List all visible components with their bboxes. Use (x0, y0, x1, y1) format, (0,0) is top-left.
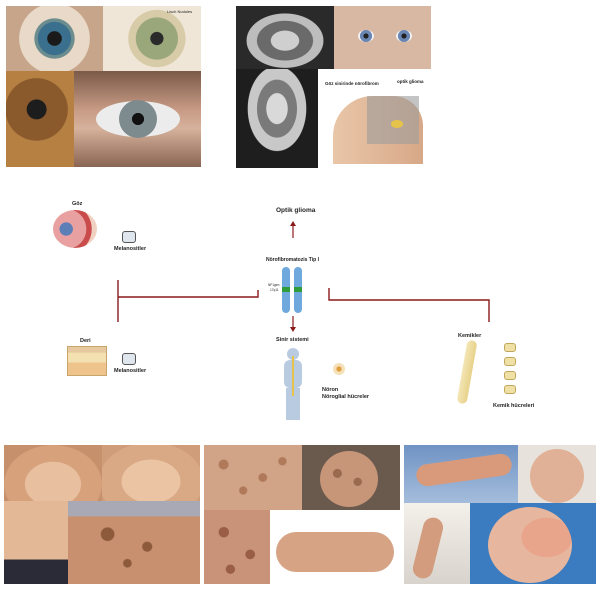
glioma-mass (391, 120, 403, 128)
face-region (320, 451, 378, 507)
deri-label: Deri (80, 338, 91, 344)
optik-glioma-label: Optik glioma (276, 207, 316, 214)
back-photo (4, 501, 68, 584)
melanositler-goz-label: Melanositler (114, 246, 147, 252)
plexiform-face-photo (470, 503, 596, 584)
melanocyte-icon-deri (122, 353, 136, 365)
chromosome-left (282, 267, 290, 313)
chrom-label-a: NF1gen (268, 283, 280, 287)
nf1-label: Nörofibromatozis Tip I (266, 257, 319, 263)
iris-photo-3 (6, 71, 74, 167)
skin-layer-illustration (67, 346, 107, 376)
bone-cell-1 (504, 343, 516, 352)
skin-nodules-photo (204, 510, 270, 584)
leg-shape (414, 452, 514, 488)
swollen-face (488, 507, 572, 583)
abdomen-spots-photo (68, 501, 200, 584)
optic-glioma-inset-label: optik glioma (397, 79, 424, 84)
optic-nerve-illustration: Göz sinirinde nörofibrom optik glioma (323, 78, 427, 164)
melanocyte-icon-goz (122, 231, 136, 243)
chrom-label-b: 17q11 (270, 288, 279, 292)
body-head (287, 348, 299, 360)
arrowhead-optik-glioma (290, 221, 296, 226)
boy-orbital-photo (518, 445, 596, 503)
chromosome-band-left (282, 287, 290, 292)
torso-front-photo (4, 445, 102, 501)
eye-anatomy-illustration (53, 210, 97, 248)
bone-cell-4 (504, 385, 516, 394)
mri-coronal (236, 69, 318, 168)
iris-photo-1 (6, 6, 103, 71)
child-eye-right (396, 30, 412, 42)
iris-photo-4 (74, 71, 201, 167)
bone-cell-3 (504, 371, 516, 380)
nerve-neurofibroma-label: Göz sinirinde nörofibrom (325, 81, 379, 86)
hand-nodules-photo (270, 510, 400, 584)
neuron-icon (333, 363, 345, 375)
back-neurofibroma-photo (204, 445, 302, 510)
child-eyes-photo (334, 6, 431, 69)
hand-shape (276, 532, 394, 572)
face-neurofibroma-photo (302, 445, 400, 510)
bone-cell-2 (504, 357, 516, 366)
norogial-label: Nöroglial hücreler (322, 394, 370, 400)
bracket-right (328, 288, 490, 322)
body-nervous-system-illustration (279, 348, 307, 420)
leg-bend-photo (404, 503, 470, 584)
bracket-left (118, 290, 259, 298)
eye-iris (119, 100, 157, 138)
boy-face (530, 449, 584, 503)
kemik-hucreleri-label: Kemik hücreleri (493, 403, 535, 409)
body-legs (286, 388, 300, 420)
goz-label: Göz (72, 201, 83, 207)
kemikler-label: Kemikler (458, 333, 482, 339)
lisch-nodules-label: Lisch Nodules (167, 9, 193, 14)
chromosome-right (294, 267, 302, 313)
arrowhead-sinir-sistemi (290, 327, 296, 332)
mri-axial (236, 6, 334, 69)
leg-bowing-photo (404, 445, 518, 503)
melanositler-deri-label: Melanositler (114, 368, 147, 374)
iris-photo-2: Lisch Nodules (103, 6, 201, 71)
leg-bend-shape (410, 515, 446, 581)
torso-side-photo (102, 445, 200, 501)
spinal-cord (292, 356, 294, 396)
child-eye-left (358, 30, 374, 42)
sinir-sistemi-label: Sinir sistemi (276, 337, 309, 343)
chromosome-band-right (294, 287, 302, 292)
noron-label: Nöron (322, 387, 339, 393)
